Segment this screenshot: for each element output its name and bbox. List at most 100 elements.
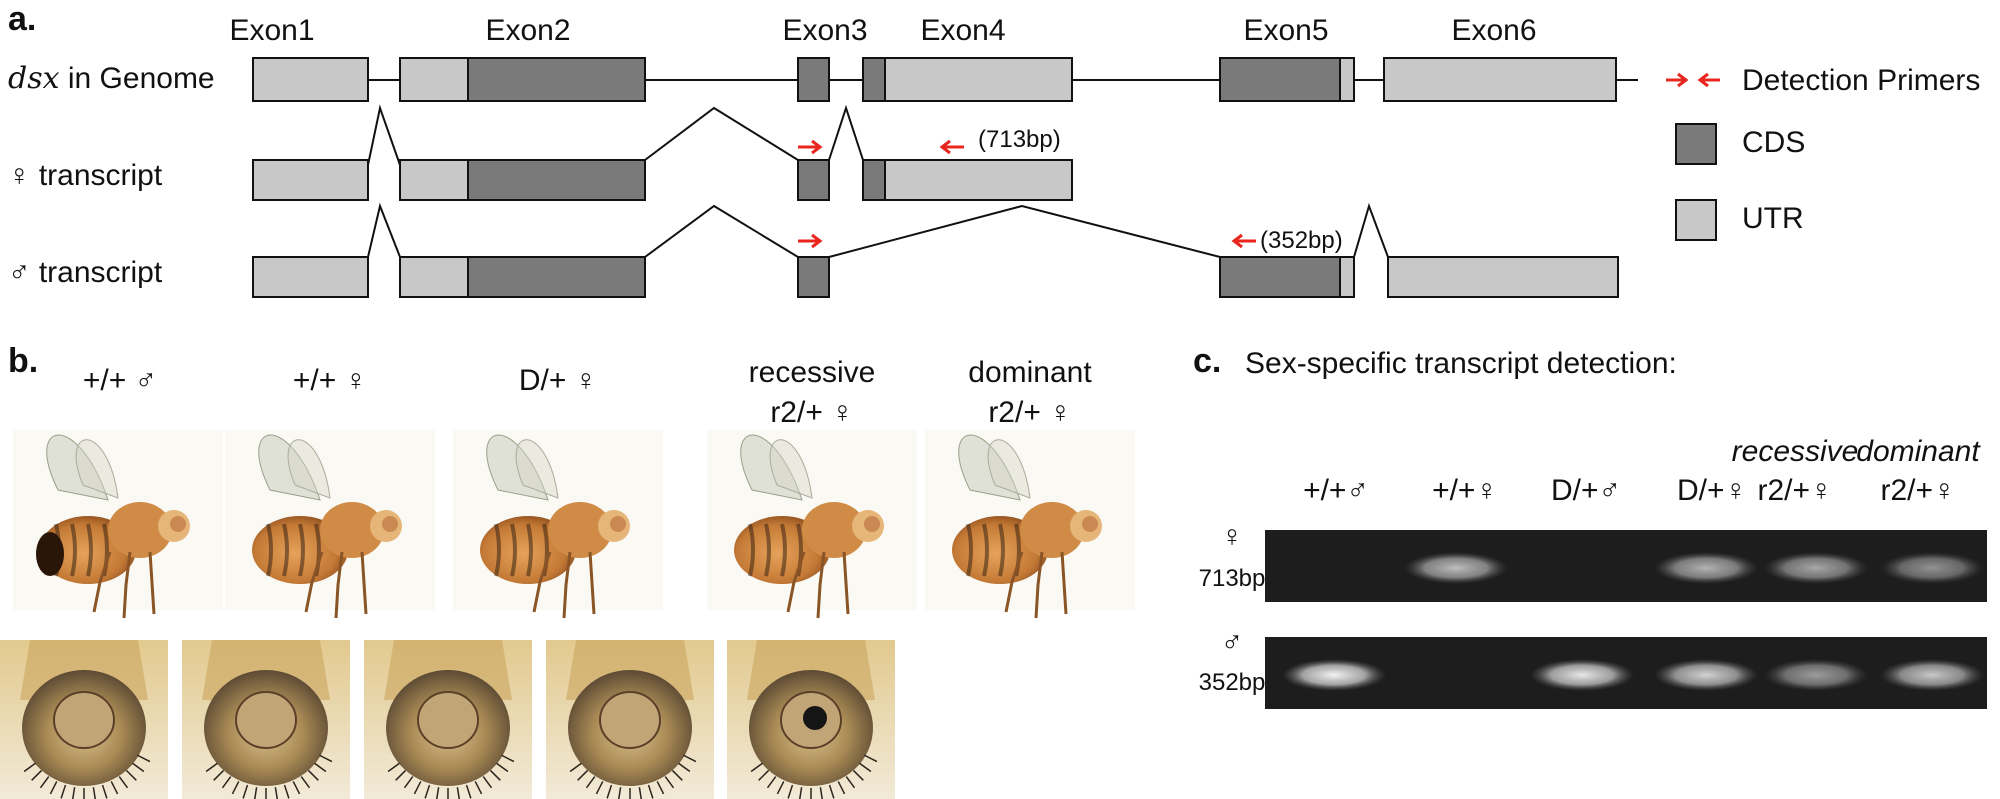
genotype-label-3: D/+ ♀ (519, 364, 597, 397)
bristle (664, 776, 675, 789)
genome-exon3 (797, 57, 830, 102)
fly-leg (122, 551, 132, 619)
fly-abdomen-stripe (282, 523, 289, 577)
fly-photo-row (13, 430, 1135, 619)
female-splice-2 (644, 106, 799, 161)
male-exon5-cds (1219, 256, 1341, 298)
legend-forward-arrow-head (1677, 72, 1689, 88)
gel-band (1764, 659, 1868, 691)
female-exon4-utr (884, 159, 1073, 201)
bristle (403, 776, 414, 789)
male-reverse-primer-head (1231, 233, 1243, 249)
genome-exon2-cds (467, 57, 646, 102)
fly-wing (287, 439, 331, 499)
panel-b-column-labels: +/+ ♂ +/+ ♀ D/+ ♀ recessive r2/+ ♀ domin… (83, 356, 1092, 429)
fly-eye (1082, 516, 1098, 532)
bristle (837, 781, 846, 795)
bristle (501, 754, 515, 763)
bristle (110, 781, 119, 795)
fly-abdomen-stripe (966, 523, 973, 577)
panel-b: b. +/+ ♂ +/+ ♀ D/+ ♀ recessive r2/+ ♀ do… (0, 342, 1135, 799)
lane-label-5-top: recessive (1732, 435, 1859, 468)
gel-band (1282, 659, 1386, 691)
genitalia-center (53, 691, 115, 749)
bristle (852, 769, 864, 781)
bristle (828, 784, 835, 799)
female-transcript-label: ♀ transcript (8, 159, 163, 192)
lane-label-6: r2/+♀ (1880, 474, 1955, 507)
exon1-title: Exon1 (229, 14, 314, 47)
bristle (683, 754, 697, 763)
genome-exon5-utr (1339, 57, 1355, 102)
male-exon2-cds (467, 256, 646, 298)
bristle (465, 784, 472, 799)
lane-label-4: D/+♀ (1677, 474, 1747, 507)
male-splice-4 (1353, 202, 1389, 258)
genome-exon2-utr (399, 57, 469, 102)
fly-eye (170, 516, 186, 532)
lane-label-5: r2/+♀ (1757, 474, 1832, 507)
male-splice-1 (367, 202, 401, 258)
bristle (60, 784, 67, 799)
bristle (776, 781, 785, 795)
male-exon3 (797, 256, 830, 298)
male-forward-primer-head (811, 233, 823, 249)
bristle (231, 781, 240, 795)
fly-abdomen-stripe (266, 523, 273, 577)
genome-row-label: dsx in Genome (8, 61, 215, 96)
bristle (300, 776, 311, 789)
bristle (758, 769, 770, 781)
fly-leg (532, 551, 552, 613)
gel-row-1-background (1265, 530, 1987, 602)
bristle (213, 769, 225, 781)
male-splice-3 (828, 204, 1221, 258)
gel-band (1880, 659, 1984, 691)
female-exon3 (797, 159, 830, 201)
bristle (39, 776, 50, 789)
female-reverse-primer-head (939, 139, 951, 155)
genome-exon6 (1383, 57, 1617, 102)
gel-row-1-symbol: ♀ (1221, 520, 1244, 553)
fly-leg (588, 551, 596, 615)
gel-band (1530, 659, 1634, 691)
genotype-label-1: +/+ ♂ (83, 364, 157, 397)
fly-thorax (548, 502, 612, 558)
bristle (845, 776, 856, 789)
female-forward-primer-head (811, 139, 823, 155)
genotype-label-4a: recessive (749, 356, 876, 389)
bristle (395, 769, 407, 781)
male-exon6 (1387, 256, 1619, 298)
male-product-size: (352bp) (1260, 227, 1343, 254)
fly-thorax (802, 502, 866, 558)
fly-wing (987, 439, 1031, 499)
exon6-title: Exon6 (1451, 14, 1536, 47)
legend-cds-label: CDS (1742, 126, 1805, 159)
gel-row-1-size: 713bp (1199, 565, 1266, 592)
genitalia-center (417, 691, 479, 749)
genome-exon4-cds (862, 57, 886, 102)
genome-row (252, 57, 1638, 102)
female-reverse-primer (939, 139, 964, 155)
fly-abdomen-stripe (298, 523, 305, 577)
fly-abdomen-stripe (780, 523, 787, 577)
fly-photo-4 (707, 430, 917, 619)
melanized-spot (803, 706, 827, 730)
bristle (585, 776, 596, 789)
bristle (307, 769, 319, 781)
bristle (496, 762, 509, 773)
bristle (101, 784, 108, 799)
bristle (23, 762, 36, 773)
panel-b-label: b. (8, 342, 38, 380)
genitalia-photo-2 (182, 640, 350, 799)
male-splice-2 (644, 204, 799, 258)
bristle (474, 781, 483, 795)
male-exon1 (252, 256, 369, 298)
lane-label-2: +/+♀ (1432, 474, 1498, 507)
genotype-label-5b: r2/+ ♀ (988, 396, 1071, 429)
fly-photo-5 (925, 430, 1135, 619)
fly-photo-1 (13, 430, 223, 619)
bristle (482, 776, 493, 789)
female-exon1 (252, 159, 369, 201)
panel-a: a. Exon1 Exon2 Exon3 Exon4 Exon5 Exon6 d… (8, 0, 1980, 298)
